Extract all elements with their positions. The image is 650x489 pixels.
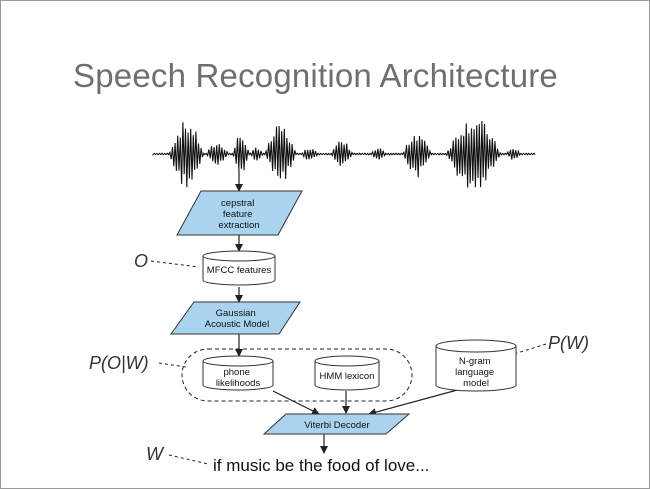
hmm-lexicon-cylinder — [314, 355, 380, 391]
phone-likelihoods-label: phone likelihoods — [216, 367, 261, 389]
ngram-language-model-cylinder — [435, 339, 517, 392]
viterbi-decoder-box — [262, 413, 411, 435]
leader-w — [168, 454, 209, 465]
viterbi-label: Viterbi Decoder — [304, 420, 369, 431]
leader-pow — [158, 362, 187, 368]
leader-pw — [513, 343, 547, 355]
variable-p-w: P(W) — [548, 333, 589, 353]
variable-w: W — [146, 444, 165, 464]
slide-title: Speech Recognition Architecture — [73, 57, 558, 94]
ngram-label: N-gram language model — [455, 356, 497, 389]
acoustic-group-outline — [181, 348, 413, 402]
speech-waveform — [152, 121, 536, 188]
mfcc-label: MFCC features — [207, 265, 272, 276]
arrow-phone-to-viterbi — [272, 390, 320, 415]
gaussian-label: Gaussian Acoustic Model — [205, 308, 269, 330]
gaussian-acoustic-model-box — [170, 301, 301, 335]
hmm-lexicon-label: HMM lexicon — [320, 371, 375, 382]
variable-p-o-given-w: P(O|W) — [89, 353, 149, 373]
phone-likelihoods-cylinder — [202, 355, 274, 391]
mfcc-features-cylinder — [202, 250, 276, 286]
output-sentence: if music be the food of love... — [213, 456, 429, 475]
variable-o: O — [134, 251, 148, 271]
arrow-ngram-to-viterbi — [368, 388, 462, 417]
cepstral-feature-extraction-box — [176, 190, 303, 236]
cepstral-label: cepstral feature extraction — [218, 198, 259, 231]
leader-o — [150, 260, 200, 268]
